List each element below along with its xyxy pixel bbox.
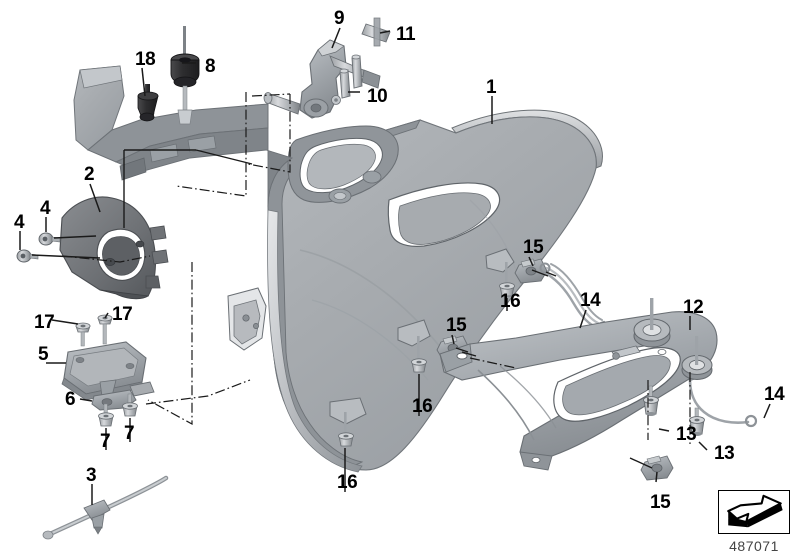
- part-7-screw-left: [98, 403, 114, 427]
- part-4-expanding-rivet-upper: [38, 232, 61, 246]
- callout-6: 6: [65, 389, 76, 410]
- part-16-panel-screw-mid: [411, 336, 427, 373]
- bmw-parts-arrow-logo: [727, 494, 783, 528]
- callout-4-a: 4: [14, 212, 25, 233]
- callout-1: 1: [486, 77, 497, 98]
- bracket-mount-boss-right: [681, 336, 713, 380]
- pointer-lines: [31, 149, 653, 469]
- part-13-screw-right: [689, 407, 705, 436]
- part-13-screw-left: [643, 385, 659, 416]
- part-18-rubber-grommet: [137, 84, 159, 122]
- part-4-expanding-rivet-lower: [16, 249, 39, 263]
- callout-7-b: 7: [124, 423, 135, 444]
- callout-16-c: 16: [337, 472, 358, 493]
- callout-15-b: 15: [446, 315, 467, 336]
- part-7-screw-right: [122, 393, 138, 417]
- part-3-cable-tie: [42, 475, 169, 540]
- part-15-cage-nut-clip-lower: [640, 455, 674, 481]
- callout-16-b: 16: [412, 396, 433, 417]
- callout-4-b: 4: [40, 198, 51, 219]
- callout-10: 10: [367, 86, 388, 107]
- part-17-torx-screw-right: [97, 314, 113, 345]
- leader-lines: [19, 27, 771, 505]
- panel-inner-tab: [227, 287, 267, 351]
- callout-11: 11: [396, 24, 416, 45]
- part-10-pin: [339, 54, 363, 99]
- logo-box: [718, 490, 790, 534]
- part-8-rubber-bushing: [170, 26, 200, 125]
- part-16-panel-screw-lower: [338, 412, 354, 447]
- callout-2: 2: [84, 164, 95, 185]
- callout-14-b: 14: [764, 384, 785, 405]
- callout-7-a: 7: [100, 431, 111, 452]
- callout-16-a: 16: [500, 291, 521, 312]
- callout-13-b: 13: [714, 443, 735, 464]
- callout-18: 18: [135, 49, 156, 70]
- part-12-carrier-bracket: [439, 298, 718, 471]
- part-17-torx-screw-left: [75, 322, 91, 347]
- assembly-centre-lines: [61, 92, 691, 444]
- bracket-mount-boss-left: [633, 298, 671, 348]
- part-1-fairing-side-panel: [73, 65, 603, 473]
- callout-14-a: 14: [580, 290, 601, 311]
- callout-5: 5: [38, 344, 49, 365]
- callout-15-a: 15: [523, 237, 544, 258]
- callout-15-c: 15: [650, 492, 671, 513]
- part-16-panel-screw-upper: [499, 262, 515, 297]
- callout-17-b: 17: [112, 304, 133, 325]
- callout-8: 8: [205, 56, 216, 77]
- callout-13-a: 13: [676, 424, 697, 445]
- callout-17-a: 17: [34, 312, 55, 333]
- part-9-holder-bracket: [263, 39, 381, 119]
- diagram-id-number: 487071: [729, 538, 779, 554]
- part-2-cover-trim: [59, 196, 169, 300]
- callout-9: 9: [334, 8, 345, 29]
- part-11-clip: [361, 17, 391, 47]
- callout-12: 12: [683, 297, 704, 318]
- callout-3: 3: [86, 465, 97, 486]
